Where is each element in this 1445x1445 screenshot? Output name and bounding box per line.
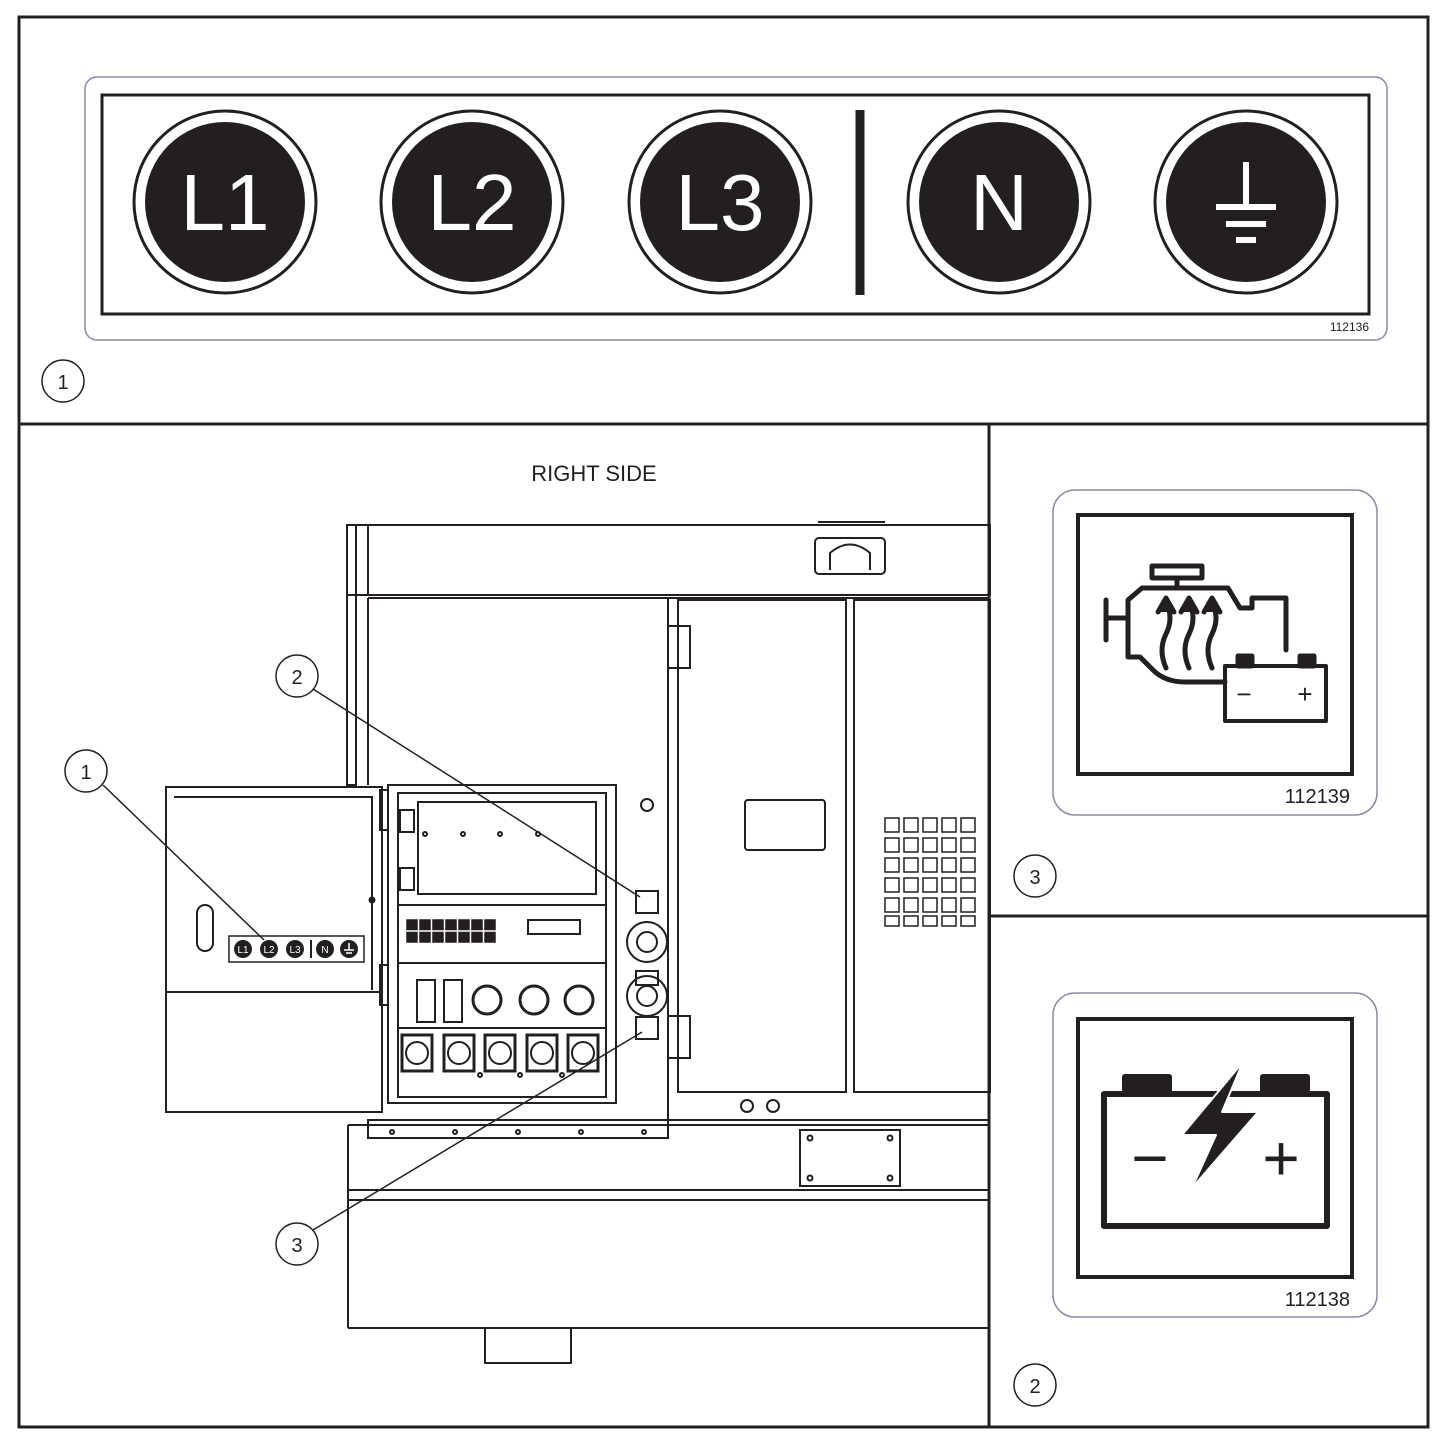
cooling-grille	[884, 817, 976, 927]
mini-terminal-decal: L1 L2 L3 N	[228, 935, 365, 963]
terminal-l2-label: L2	[428, 158, 517, 247]
engine-battery-heater-icon	[1103, 563, 1328, 723]
svg-text:1: 1	[57, 372, 68, 394]
terminal-l3-badge: L3	[627, 109, 813, 295]
callout-badge-3-decal: 3	[1013, 854, 1057, 898]
battery-decal-minus: −	[1131, 1122, 1168, 1194]
mini-n-label: N	[321, 945, 328, 956]
battery-charging-icon	[1101, 1061, 1330, 1229]
engine-heater-decal: − + 112139	[1052, 489, 1378, 816]
callout-badge-1-main: 1	[64, 749, 108, 793]
svg-text:3: 3	[1029, 867, 1040, 889]
part-number-112136: 112136	[1330, 320, 1369, 334]
terminal-ground-badge	[1153, 109, 1339, 295]
engine-decal-minus: −	[1236, 679, 1251, 709]
svg-text:2: 2	[1029, 1376, 1040, 1398]
generator-drawing: L1 L2 L3 N	[165, 521, 991, 1364]
mini-l2-label: L2	[263, 945, 275, 956]
terminal-l1-label: L1	[181, 158, 270, 247]
svg-text:2: 2	[291, 667, 302, 689]
callout-badge-1-top: 1	[41, 359, 85, 403]
mini-l3-label: L3	[289, 945, 301, 956]
part-number-112139: 112139	[1285, 786, 1350, 808]
terminal-l1-badge: L1	[132, 109, 318, 295]
mini-ground-icon	[344, 943, 354, 954]
breaker-row	[405, 919, 497, 943]
callout-badge-3-main: 3	[275, 1222, 319, 1266]
battery-charging-decal: − + 112138	[1052, 992, 1378, 1318]
terminal-n-label: N	[970, 158, 1028, 247]
ground-symbol-icon	[1216, 162, 1276, 243]
svg-text:1: 1	[80, 762, 91, 784]
part-number-112138: 112138	[1285, 1289, 1350, 1311]
callout-badge-2-decal: 2	[1013, 1363, 1057, 1407]
terminal-l2-badge: L2	[379, 109, 565, 295]
mini-l1-label: L1	[237, 945, 249, 956]
engine-decal-plus: +	[1297, 679, 1312, 709]
terminal-l3-label: L3	[676, 158, 765, 247]
callout-leaders	[102, 688, 643, 1231]
terminal-n-badge: N	[906, 109, 1092, 295]
callout-badge-2-main: 2	[275, 654, 319, 698]
svg-text:3: 3	[291, 1235, 302, 1257]
view-title: RIGHT SIDE	[531, 461, 657, 486]
terminal-decal: L1 L2 L3 N 112136	[84, 76, 1388, 341]
battery-decal-plus: +	[1262, 1122, 1299, 1194]
